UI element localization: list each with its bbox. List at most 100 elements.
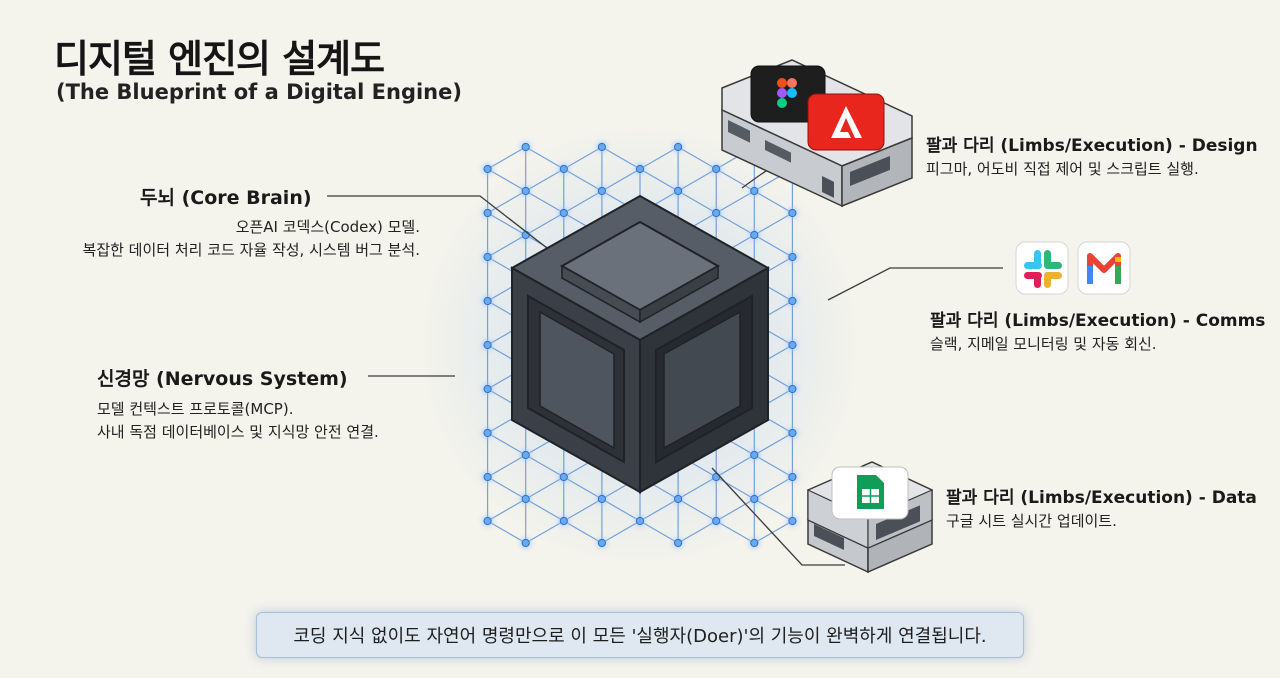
connector-core-brain bbox=[327, 195, 566, 263]
lattice-node bbox=[521, 186, 530, 196]
lattice-edge bbox=[601, 498, 641, 522]
lattice-edge bbox=[525, 212, 565, 236]
lattice-node bbox=[788, 472, 797, 482]
limb-data-heading: 팔과 다리 (Limbs/Execution) - Data bbox=[946, 488, 1257, 508]
footer-text: 코딩 지식 없이도 자연어 명령만으로 이 모든 '실행자(Doer)'의 기능… bbox=[293, 626, 987, 647]
lattice-edge bbox=[563, 168, 603, 192]
lattice-edge bbox=[754, 234, 793, 258]
lattice-edge bbox=[639, 520, 679, 544]
lattice-edge bbox=[754, 190, 793, 214]
design-server bbox=[721, 59, 913, 208]
lattice-node bbox=[788, 208, 797, 218]
lattice-node bbox=[597, 142, 606, 152]
page-subtitle: (The Blueprint of a Digital Engine) bbox=[56, 80, 462, 104]
lattice-edge bbox=[715, 212, 755, 236]
slack-icon bbox=[1015, 241, 1069, 295]
lattice-node bbox=[788, 516, 797, 526]
lattice-node bbox=[788, 384, 797, 394]
lattice-edge bbox=[525, 476, 565, 500]
lattice-edge bbox=[677, 520, 717, 544]
lattice-edge bbox=[715, 454, 755, 478]
lattice-node bbox=[674, 142, 683, 152]
lattice-node bbox=[674, 494, 683, 504]
lattice-edge bbox=[754, 212, 793, 236]
nervous-system-heading: 신경망 (Nervous System) bbox=[97, 368, 348, 390]
lattice-node bbox=[597, 186, 606, 196]
lattice-edge bbox=[715, 476, 755, 500]
lattice-edge bbox=[563, 190, 603, 214]
lattice-node bbox=[788, 340, 797, 350]
lattice-node bbox=[788, 296, 797, 306]
lattice-node bbox=[635, 164, 645, 174]
lattice-edge bbox=[754, 432, 793, 456]
lattice-edge bbox=[563, 146, 603, 170]
limb-design-desc: 피그마, 어도비 직접 제어 및 스크립트 실행. bbox=[926, 160, 1199, 178]
lattice-edge bbox=[525, 520, 565, 544]
lattice-edge bbox=[715, 520, 755, 544]
lattice-node bbox=[483, 472, 492, 482]
footer-banner: 코딩 지식 없이도 자연어 명령만으로 이 모든 '실행자(Doer)'의 기능… bbox=[256, 612, 1024, 658]
google-sheets-icon bbox=[831, 466, 909, 520]
lattice-node bbox=[559, 472, 568, 482]
lattice-node bbox=[559, 164, 568, 174]
lattice-node bbox=[483, 340, 492, 350]
lattice-edge bbox=[677, 168, 717, 192]
lattice-node bbox=[635, 516, 645, 526]
lattice-node bbox=[483, 428, 492, 438]
lattice-node bbox=[483, 208, 492, 218]
lattice-node bbox=[483, 516, 492, 526]
lattice-edge bbox=[525, 190, 565, 214]
lattice-edge bbox=[525, 454, 565, 478]
lattice-node bbox=[521, 450, 530, 460]
data-server bbox=[807, 461, 933, 574]
lattice-edge bbox=[487, 498, 526, 522]
lattice-node bbox=[521, 230, 530, 240]
lattice-node bbox=[750, 450, 759, 460]
lattice-edge bbox=[487, 146, 526, 170]
core-brain-heading: 두뇌 (Core Brain) bbox=[140, 187, 312, 209]
lattice-node bbox=[788, 252, 797, 262]
lattice-node bbox=[750, 538, 759, 548]
lattice-node bbox=[788, 428, 797, 438]
lattice-node bbox=[483, 252, 492, 262]
lattice-edge bbox=[677, 476, 717, 500]
page-title: 디지털 엔진의 설계도 bbox=[54, 37, 385, 81]
limb-comms-desc: 슬랙, 지메일 모니터링 및 자동 회신. bbox=[930, 335, 1157, 353]
lattice-node bbox=[712, 516, 721, 526]
lattice-edge bbox=[715, 190, 755, 214]
limb-design-heading: 팔과 다리 (Limbs/Execution) - Design bbox=[926, 136, 1258, 156]
lattice-node bbox=[483, 384, 492, 394]
lattice-edge bbox=[563, 476, 603, 500]
connector-data bbox=[711, 467, 845, 566]
lattice-edge bbox=[487, 168, 526, 192]
lattice-edge bbox=[601, 168, 641, 192]
adobe-icon bbox=[807, 93, 885, 151]
lattice-edge bbox=[563, 520, 603, 544]
lattice-edge bbox=[487, 520, 526, 544]
lattice-node bbox=[483, 164, 492, 174]
lattice-node bbox=[521, 538, 530, 548]
nervous-system-desc-2: 사내 독점 데이터베이스 및 지식망 안전 연결. bbox=[97, 423, 379, 441]
lattice-edge bbox=[601, 146, 641, 170]
connector-comms bbox=[827, 267, 1003, 301]
limb-comms-heading: 팔과 다리 (Limbs/Execution) - Comms bbox=[930, 311, 1266, 331]
lattice-edge bbox=[487, 190, 526, 214]
lattice-node bbox=[712, 208, 721, 218]
core-cube bbox=[509, 194, 771, 494]
lattice-edge bbox=[487, 454, 526, 478]
lattice-node bbox=[750, 186, 759, 196]
lattice-edge bbox=[677, 498, 717, 522]
lattice-edge bbox=[639, 498, 679, 522]
lattice-edge bbox=[715, 168, 755, 192]
core-brain-desc-2: 복잡한 데이터 처리 코드 자율 작성, 시스템 버그 분석. bbox=[82, 241, 420, 259]
lattice-edge bbox=[639, 146, 679, 170]
lattice-edge bbox=[715, 498, 755, 522]
lattice-edge bbox=[677, 146, 717, 170]
lattice-node bbox=[750, 494, 759, 504]
lattice-edge bbox=[754, 498, 793, 522]
lattice-edge bbox=[639, 168, 679, 192]
lattice-edge bbox=[525, 498, 565, 522]
lattice-node bbox=[750, 230, 759, 240]
nervous-system-desc-1: 모델 컨텍스트 프로토콜(MCP). bbox=[97, 400, 294, 418]
